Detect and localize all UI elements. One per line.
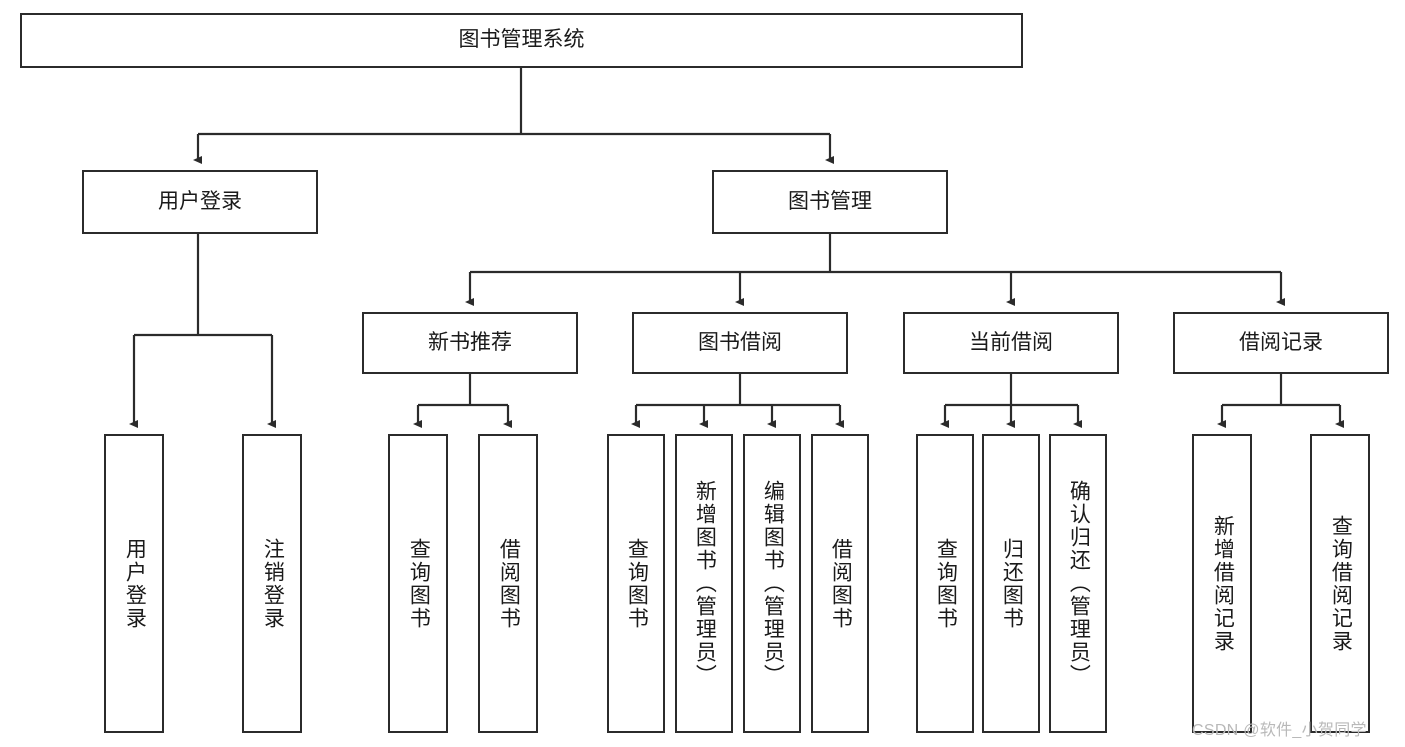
leaf-user-login[interactable]: 用户登录 <box>104 434 164 733</box>
node-borrow-record-label: 借阅记录 <box>1239 330 1323 354</box>
leaf-edit-book[interactable]: 编辑图书（管理员） <box>743 434 801 733</box>
leaf-borrow-book-2-label: 借阅图书 <box>829 537 853 630</box>
leaf-query-book-2[interactable]: 查询图书 <box>607 434 665 733</box>
leaf-return-book[interactable]: 归还图书 <box>982 434 1040 733</box>
leaf-user-login-label: 用户登录 <box>123 537 147 630</box>
node-current-borrow-label: 当前借阅 <box>969 330 1053 354</box>
leaf-borrow-book-1-label: 借阅图书 <box>497 537 521 630</box>
node-new-book-recommend-label: 新书推荐 <box>428 330 512 354</box>
node-new-book-recommend[interactable]: 新书推荐 <box>362 312 578 374</box>
leaf-add-book[interactable]: 新增图书（管理员） <box>675 434 733 733</box>
node-current-borrow[interactable]: 当前借阅 <box>903 312 1119 374</box>
leaf-borrow-book-2[interactable]: 借阅图书 <box>811 434 869 733</box>
leaf-borrow-book-1[interactable]: 借阅图书 <box>478 434 538 733</box>
node-borrow-record[interactable]: 借阅记录 <box>1173 312 1389 374</box>
leaf-query-book-3[interactable]: 查询图书 <box>916 434 974 733</box>
leaf-query-book-1[interactable]: 查询图书 <box>388 434 448 733</box>
watermark: CSDN @软件_小贺同学 <box>1192 722 1367 739</box>
node-book-borrow-label: 图书借阅 <box>698 330 782 354</box>
leaf-logout[interactable]: 注销登录 <box>242 434 302 733</box>
leaf-edit-book-label: 编辑图书（管理员） <box>761 480 785 687</box>
node-root-label: 图书管理系统 <box>458 28 585 52</box>
leaf-query-record-label: 查询借阅记录 <box>1329 514 1353 653</box>
leaf-query-book-1-label: 查询图书 <box>407 537 431 630</box>
leaf-add-book-label: 新增图书（管理员） <box>693 480 717 687</box>
leaf-confirm-return[interactable]: 确认归还（管理员） <box>1049 434 1107 733</box>
node-book-manage-label: 图书管理 <box>788 189 872 213</box>
leaf-query-book-2-label: 查询图书 <box>625 537 649 630</box>
leaf-logout-label: 注销登录 <box>261 537 285 630</box>
node-user-login[interactable]: 用户登录 <box>82 170 318 234</box>
leaf-query-record[interactable]: 查询借阅记录 <box>1310 434 1370 733</box>
node-book-borrow[interactable]: 图书借阅 <box>632 312 848 374</box>
leaf-query-book-3-label: 查询图书 <box>934 537 958 630</box>
leaf-add-record[interactable]: 新增借阅记录 <box>1192 434 1252 733</box>
leaf-add-record-label: 新增借阅记录 <box>1211 514 1235 653</box>
node-book-manage[interactable]: 图书管理 <box>712 170 948 234</box>
leaf-return-book-label: 归还图书 <box>1000 537 1024 630</box>
node-user-login-label: 用户登录 <box>158 189 242 213</box>
leaf-confirm-return-label: 确认归还（管理员） <box>1067 480 1091 687</box>
node-root[interactable]: 图书管理系统 <box>20 13 1023 68</box>
